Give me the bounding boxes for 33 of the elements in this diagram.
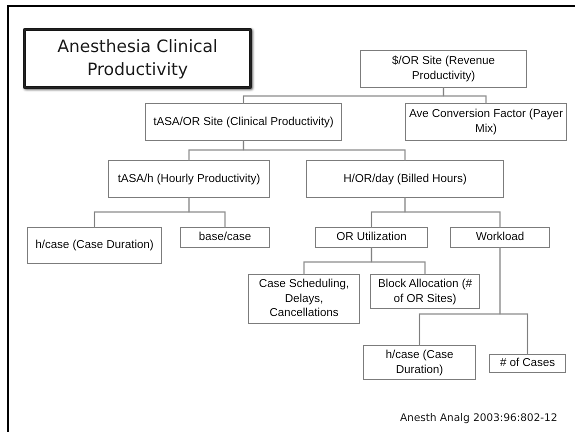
node-text: # of Cases — [500, 356, 555, 371]
node-text: H/OR/day (Billed Hours) — [343, 172, 467, 186]
node-box — [248, 274, 360, 324]
node-text: Workload — [476, 230, 524, 245]
node-text: tASA/OR Site (Clinical Productivity) — [153, 114, 334, 130]
connector-line — [188, 198, 226, 227]
node-text: h/case (Case Duration) — [35, 238, 154, 253]
node-text: $/OR Site (Revenue Productivity) — [391, 54, 496, 84]
connector-line — [242, 141, 406, 160]
node-box — [360, 50, 527, 88]
node-text: Case Scheduling, Delays, Cancellations — [258, 276, 350, 322]
node-box — [145, 103, 342, 141]
node-box — [450, 227, 550, 248]
node-text: base/case — [198, 230, 252, 245]
node-box — [180, 227, 270, 248]
node-box — [370, 274, 480, 309]
citation-text: Anesth Analg 2003:96:802-12 — [400, 412, 558, 424]
node-box — [306, 160, 504, 198]
node-text: Ave Conversion Factor (Payer Mix) — [408, 107, 564, 137]
node-box — [27, 227, 162, 264]
connector-line — [370, 248, 426, 274]
node-text: Block Allocation (# of OR Sites) — [377, 276, 473, 306]
node-box — [315, 227, 428, 248]
node-text: h/case (Case Duration) — [384, 348, 454, 378]
node-box — [489, 354, 566, 373]
connector-line — [442, 88, 487, 103]
connector-line — [404, 198, 501, 227]
node-text: OR Utilization — [336, 230, 407, 245]
title-box: Anesthesia Clinical Productivity — [23, 28, 252, 89]
node-box — [108, 160, 270, 198]
node-text: tASA/h (Hourly Productivity) — [118, 172, 260, 186]
node-box — [363, 345, 476, 380]
connector-line — [499, 248, 528, 354]
